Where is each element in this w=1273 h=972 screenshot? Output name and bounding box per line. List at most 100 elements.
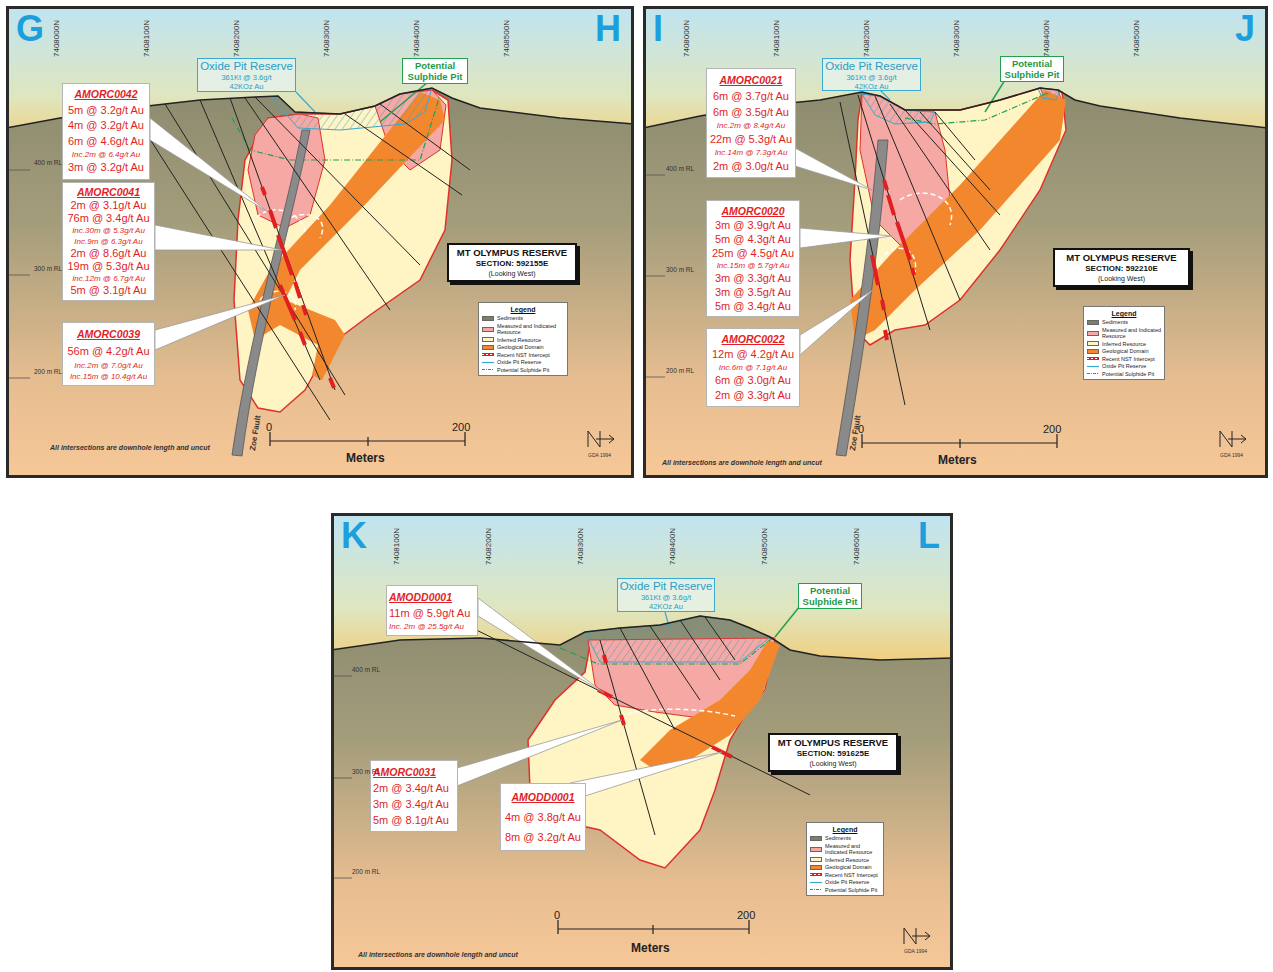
intercept-callout: AMORC002212m @ 4.2g/t AuInc.6m @ 7.1g/t … [706,328,800,407]
reserve-name: Oxide Pit Reserve [619,580,713,593]
reserve-figure: 42KOz Au [619,602,713,611]
legend-row: Potential Sulphide Pit [1087,371,1161,378]
legend-box: LegendSedimentsMeasured and Indicated Re… [806,822,884,896]
legend-text: Potential Sulphide Pit [1102,371,1154,378]
fault-label: Zoe Fault [248,415,263,452]
section-panel: IJOxide Pit Reserve361Kt @ 3.6g/t42KOz A… [643,6,1268,478]
nst-intercept [598,655,732,757]
intercept: 56m @ 4.2g/t Au [65,343,152,360]
elevation-label: 200 m RL [34,368,62,376]
drill-hole [440,612,810,835]
legend-line-sample [482,360,494,365]
drill-hole [130,97,470,420]
rl-tick [643,175,665,377]
northing-label: 7408600N [852,528,862,565]
hole-id: AMORC0041 [65,186,152,199]
legend-text: Measured and Indicated Resource [825,843,880,856]
ground [6,88,634,478]
oxide-pit-box: Oxide Pit Reserve361Kt @ 3.6g/t42KOz Au [197,58,296,92]
section-letter: L [918,516,940,556]
legend-line [482,353,494,356]
pit-name: Potential Sulphide Pit [1003,58,1061,80]
legend-row: Oxide Pit Reserve [482,359,564,366]
section-title: (Looking West) [1057,274,1186,283]
intercept: 6m @ 3.7g/t Au [709,88,793,104]
scale-bar [558,920,749,934]
intercept: Inc.2m @ 8.4g/t Au [709,120,793,131]
legend-text: Sediments [1102,319,1128,326]
elevation-label: 400 m RL [34,159,62,167]
legend-row: Geological Domain [1087,348,1161,355]
datum-label: GDA 1994 [588,452,611,458]
hole-id: AMORC0031 [373,764,455,780]
legend-text: Geological Domain [1102,348,1148,355]
reserve-figure: 361Kt @ 3.6g/t [824,73,919,82]
intercept-callout: AMORC00312m @ 3.4g/t Au3m @ 3.4g/t Au5m … [370,760,458,832]
sulphide-leader [380,82,428,122]
hole-id: AMORC0022 [709,332,797,347]
north-arrow [588,431,614,447]
hole-id: AMODD0001 [389,589,475,605]
elevation-label: 400 m RL [352,666,380,674]
legend-row: Oxide Pit Reserve [810,879,880,886]
intercept: 6m @ 3.0g/t Au [709,373,797,388]
oxide-leader [665,612,670,630]
intercept-callout: AMORC00412m @ 3.1g/t Au76m @ 3.4g/t AuIn… [62,182,155,301]
title-box: MT OLYMPUS RESERVESECTION: 592210E(Looki… [1053,248,1190,287]
sulphide-pit-box: Potential Sulphide Pit [798,583,862,609]
rl-tick [331,676,352,878]
intercept: 3m @ 3.3g/t Au [709,271,797,285]
northing-label: 7408500N [502,20,512,57]
scale-unit: Meters [631,941,670,955]
legend-line [1087,357,1099,360]
legend-line [1087,373,1099,374]
legend-swatch [1087,331,1099,336]
intercept: 19m @ 5.3g/t Au [65,260,152,273]
sulphide-pit-box: Potential Sulphide Pit [1000,56,1064,82]
legend-text: Potential Sulphide Pit [497,367,549,374]
legend-swatch [482,316,494,321]
sulphide-pit-box: Potential Sulphide Pit [402,58,468,84]
title-box: MT OLYMPUS RESERVESECTION: 592155E(Looki… [447,243,577,282]
oxide-pit-box: Oxide Pit Reserve361Kt @ 3.6g/t42KOz Au [822,58,921,91]
title-box: MT OLYMPUS RESERVESECTION: 591625E(Looki… [768,733,898,772]
northing-label: 7408500N [1132,20,1142,57]
section-title: SECTION: 592155E [451,259,573,269]
intercept: 6m @ 3.5g/t Au [709,104,793,120]
legend-text: Inferred Resource [825,857,869,864]
intercept-callout: AMORC00425m @ 3.2g/t Au4m @ 3.2g/t Au6m … [62,83,150,180]
northing-label: 7408300N [952,20,962,57]
scale-number: 200 [737,909,755,922]
elevation-label: 200 m RL [352,868,380,876]
surface-line [331,616,953,660]
legend-swatch [810,857,822,862]
legend-line [810,882,822,883]
section-letter: G [16,9,44,49]
legend-line-sample [1087,364,1099,369]
intercept: 6m @ 4.6g/t Au [65,134,147,150]
reserve-figure: 42KOz Au [199,82,294,91]
oxide-pit-box: Oxide Pit Reserve361Kt @ 3.6g/t42KOz Au [617,578,715,612]
legend-line-sample [810,880,822,885]
legend-text: Recent NST Intercept [825,872,878,879]
oxide-pit [272,88,432,130]
legend-text: Measured and Indicated Resource [497,323,564,336]
legend-line-sample [482,367,494,372]
geological-domain [850,90,1066,340]
legend-text: Oxide Pit Reserve [497,359,541,366]
legend-row: Sediments [1087,319,1161,326]
northing-label: 7408200N [862,20,872,57]
legend-row: Geological Domain [482,344,564,351]
reserve-figure: 361Kt @ 3.6g/t [199,73,294,82]
inferred-resource [234,90,452,412]
hole-id: AMODD0001 [503,787,583,807]
section-title: (Looking West) [772,759,894,768]
intercept: 5m @ 3.4g/t Au [709,299,797,313]
legend-heading: Legend [810,825,880,834]
drill-hole [840,95,1000,405]
pit-name: Potential Sulphide Pit [801,585,859,607]
intercept: Inc.15m @ 10.4g/t Au [65,371,152,382]
northing-label: 7408400N [412,20,422,57]
section-letter: J [1235,9,1255,49]
legend-text: Measured and Indicated Resource [1102,327,1161,340]
